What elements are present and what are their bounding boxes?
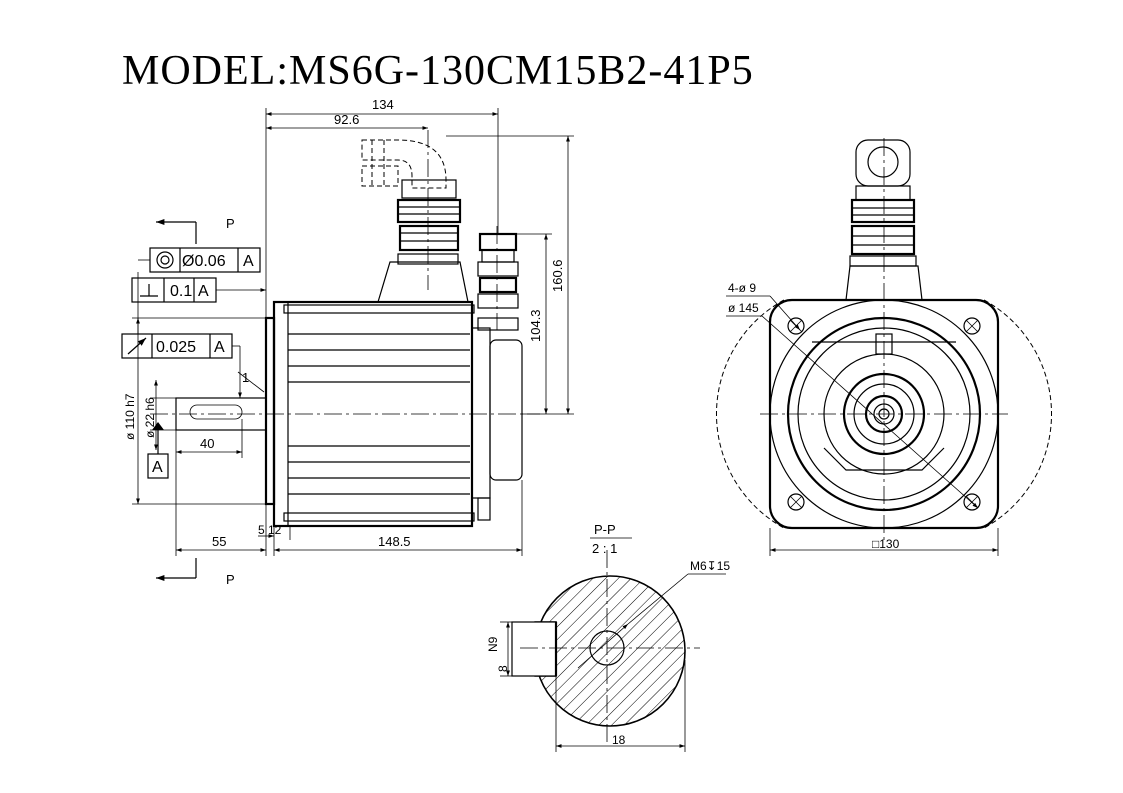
dim-m6: M6↧15 xyxy=(690,559,730,573)
section-scale: 2 : 1 xyxy=(592,541,617,556)
concentricity-frame: Ø0.06 A xyxy=(149,247,261,273)
svg-text:A: A xyxy=(214,339,225,356)
svg-text:Ø0.06: Ø0.06 xyxy=(182,253,226,270)
dim-22: ø 22 h6 xyxy=(143,397,157,438)
dim-148-5: 148.5 xyxy=(378,534,411,549)
shaft-key xyxy=(189,404,243,420)
svg-text:A: A xyxy=(198,283,209,300)
dim-134: 134 xyxy=(372,97,394,112)
perpendicularity-frame: 0.1 A xyxy=(131,277,266,303)
dim-key-w: N9 xyxy=(486,636,500,652)
dim-square: □130 xyxy=(872,537,900,551)
svg-text:A: A xyxy=(152,459,163,476)
rear-cover xyxy=(471,327,491,499)
dim-40: 40 xyxy=(200,436,214,451)
datum-a: A xyxy=(147,422,169,479)
svg-text:A: A xyxy=(243,253,254,270)
runout-frame: 0.025 A xyxy=(121,333,242,398)
dim-key-8: 8 xyxy=(496,665,510,672)
dim-pcd: ø 145 xyxy=(728,301,759,315)
side-dimensions: 134 92.6 160.6 104.3 1 ø 110 h7 ø 22 h6 … xyxy=(123,97,574,556)
concentricity-icon xyxy=(156,251,174,269)
side-view xyxy=(150,130,540,528)
section-label: P-P xyxy=(594,522,616,537)
dim-12: 12 xyxy=(268,523,282,537)
dim-160-6: 160.6 xyxy=(550,259,565,292)
svg-text:0.1: 0.1 xyxy=(170,283,192,300)
svg-text:P: P xyxy=(226,572,235,587)
runout-icon xyxy=(127,337,147,355)
mounting-holes xyxy=(787,317,981,511)
mount-flange xyxy=(264,316,276,506)
section-marker-top: P xyxy=(156,216,235,244)
dim-110: ø 110 h7 xyxy=(123,393,137,440)
front-view xyxy=(715,138,1053,540)
dim-18: 18 xyxy=(612,733,626,747)
section-view: P-P 2 : 1 M6↧15 N9 8 18 xyxy=(486,522,730,752)
encoder-cover xyxy=(489,339,523,481)
power-connector xyxy=(361,130,469,303)
dim-5: 5 xyxy=(258,523,265,537)
section-marker-bottom: P xyxy=(156,558,235,587)
dim-104-3: 104.3 xyxy=(528,309,543,342)
dim-holes: 4-ø 9 xyxy=(728,281,756,295)
dim-55: 55 xyxy=(212,534,226,549)
svg-text:0.025: 0.025 xyxy=(156,339,196,356)
model-title: MODEL:MS6G-130CM15B2-41P5 xyxy=(122,48,754,94)
front-dimensions: 4-ø 9 ø 145 □130 xyxy=(726,281,999,556)
dim-92-6: 92.6 xyxy=(334,112,359,127)
dim-1: 1 xyxy=(242,370,249,385)
svg-text:P: P xyxy=(226,216,235,231)
encoder-connector xyxy=(477,226,519,330)
